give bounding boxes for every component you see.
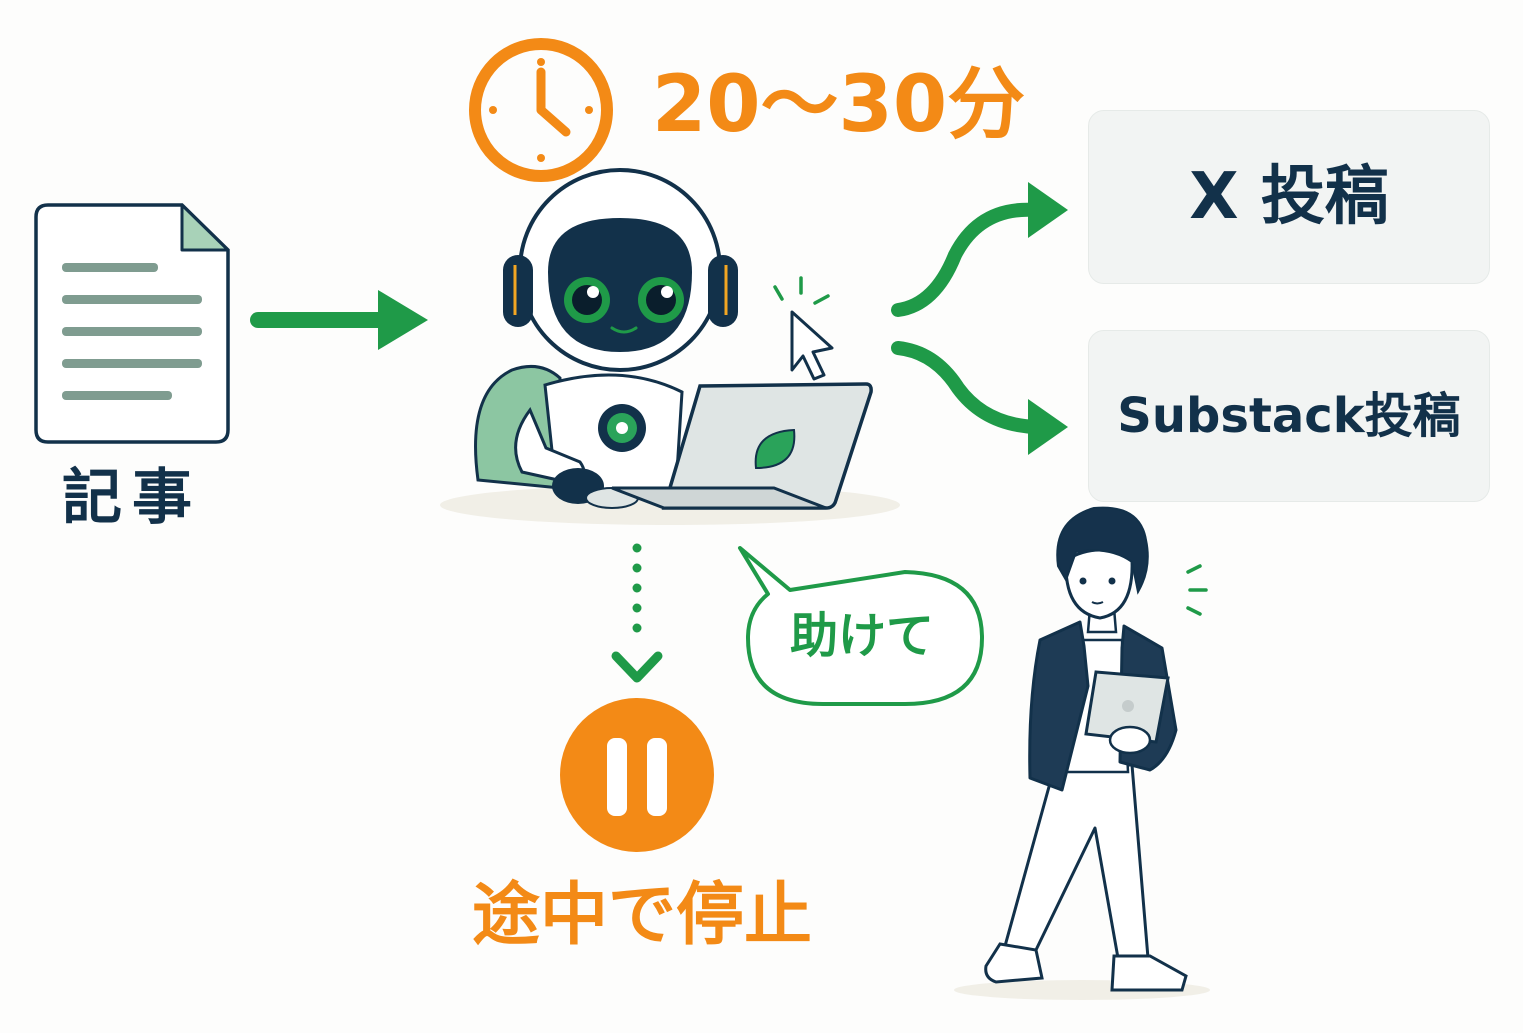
document-icon [34, 203, 230, 444]
speech-label: 助けて [790, 608, 935, 664]
article-label: 記事 [62, 463, 202, 533]
output-box-substack: Substack投稿 [1088, 330, 1490, 502]
output-label-x: X 投稿 [1189, 160, 1389, 234]
output-label-substack: Substack投稿 [1117, 388, 1461, 444]
pause-icon [560, 698, 714, 852]
arrow-to-pause [611, 543, 663, 683]
arrow-to-x-post [891, 182, 1068, 317]
clock-icon [469, 38, 613, 182]
output-box-x: X 投稿 [1088, 110, 1490, 284]
person-illustration [954, 506, 1210, 1000]
pause-label: 途中で停止 [472, 876, 813, 955]
duration-label: 20〜30分 [652, 60, 1026, 150]
arrow-to-substack-post [891, 341, 1068, 455]
speech-bubble [738, 546, 984, 706]
cursor-icon [773, 276, 834, 381]
arrow-to-robot [250, 290, 428, 350]
robot-illustration [440, 168, 900, 525]
